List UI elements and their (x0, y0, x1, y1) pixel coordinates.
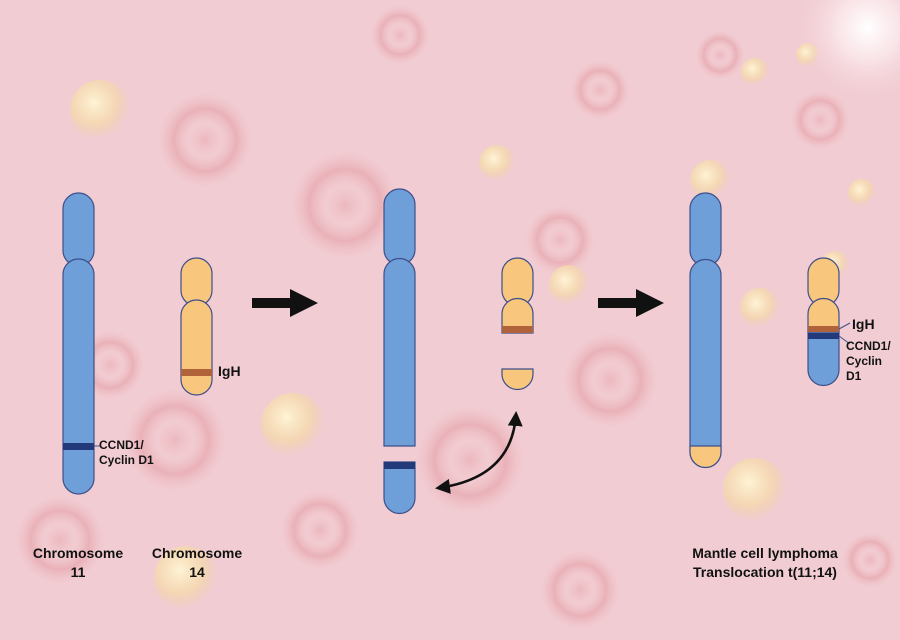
igh-label: IgH (218, 363, 241, 379)
bubble-decor (723, 458, 787, 522)
blood-cell-decor (842, 532, 898, 588)
blood-cell-decor (370, 5, 430, 65)
translocated-14-segment (689, 445, 722, 469)
chromosome-11-q-arm (62, 258, 95, 495)
ccnd1-label-line2: Cyclin D1 (846, 354, 883, 383)
chromosome-14-q-arm (807, 297, 840, 333)
chromosome-14-caption: Chromosome 14 (137, 544, 257, 582)
chromosome-14-q-arm (180, 299, 213, 396)
blood-cell-decor (790, 90, 850, 150)
bubble-decor (261, 393, 325, 457)
caption-line: Translocation t(11;14) (693, 564, 837, 580)
chromosome-11-caption: Chromosome 11 (18, 544, 138, 582)
bubble-decor (848, 179, 876, 207)
bubble-decor (154, 546, 218, 610)
caption-line: 14 (189, 564, 205, 580)
derivative-chromosome-11 (689, 192, 722, 469)
caption-line: Chromosome (151, 545, 243, 561)
blood-cell-decor (280, 490, 360, 570)
igh-band (181, 369, 212, 376)
ccnd1-leader-line (838, 335, 851, 345)
blood-cell-decor (290, 150, 400, 260)
derivative-chromosome-14 (807, 257, 840, 387)
chromosome-11-lower-fragment (383, 461, 416, 515)
result-caption: Mantle cell lymphoma Translocation t(11;… (665, 544, 865, 582)
chromosome-11-upper-fragment (383, 257, 416, 447)
chromosome-14-upper-fragment (501, 297, 534, 334)
ccnd1-label-line1: CCND1/ (99, 438, 144, 452)
blood-cell-decor (570, 60, 630, 120)
chromosome-11 (62, 192, 95, 495)
background-decor (15, 0, 900, 630)
ccnd1-label-line1: CCND1/ (846, 339, 891, 353)
blood-cell-decor (15, 495, 105, 585)
bubble-decor (549, 265, 589, 305)
light-glow-decor (798, 0, 900, 98)
blood-cell-decor (695, 30, 745, 80)
ccnd1-label: CCND1/ Cyclin D1 (846, 339, 900, 384)
chromosome-11-broken (383, 188, 416, 515)
exchange-arrow (435, 411, 523, 494)
chromosome-11-p-arm (62, 192, 95, 267)
chromosome-14-lower-fragment (501, 368, 534, 391)
igh-band (502, 326, 533, 333)
igh-leader-line (838, 322, 851, 330)
chromosome-11-p-arm (383, 188, 416, 266)
bubble-decor (690, 160, 730, 200)
ccnd1-band (808, 333, 839, 339)
igh-band (808, 326, 839, 332)
chromosome-14-broken (501, 257, 534, 391)
chromosome-11-q-arm (689, 258, 722, 469)
bubble-decor (479, 145, 515, 181)
chromosome-11-p-arm (689, 192, 722, 267)
caption-line: 11 (70, 564, 86, 580)
step-arrow-2 (598, 289, 664, 317)
blood-cell-decor (157, 92, 253, 188)
ccnd1-label: CCND1/ Cyclin D1 (99, 438, 154, 468)
blood-cell-decor (123, 388, 227, 492)
blood-cell-decor (415, 405, 525, 515)
blood-cell-decor (562, 332, 658, 428)
igh-label: IgH (852, 316, 875, 332)
chromosome-14 (180, 257, 213, 396)
bubble-decor (740, 288, 780, 328)
ccnd1-band (384, 462, 415, 469)
ccnd1-label-line2: Cyclin D1 (99, 453, 154, 467)
bubble-decor (741, 58, 769, 86)
caption-line: Mantle cell lymphoma (692, 545, 838, 561)
translocated-11-segment (807, 331, 840, 387)
ccnd1-band (63, 443, 94, 450)
bubble-decor (70, 80, 130, 140)
chromosome-14-p-arm (180, 257, 213, 307)
caption-line: Chromosome (32, 545, 124, 561)
blood-cell-decor (540, 550, 620, 630)
blood-cell-decor (525, 205, 595, 275)
step-arrow-1 (252, 289, 318, 317)
